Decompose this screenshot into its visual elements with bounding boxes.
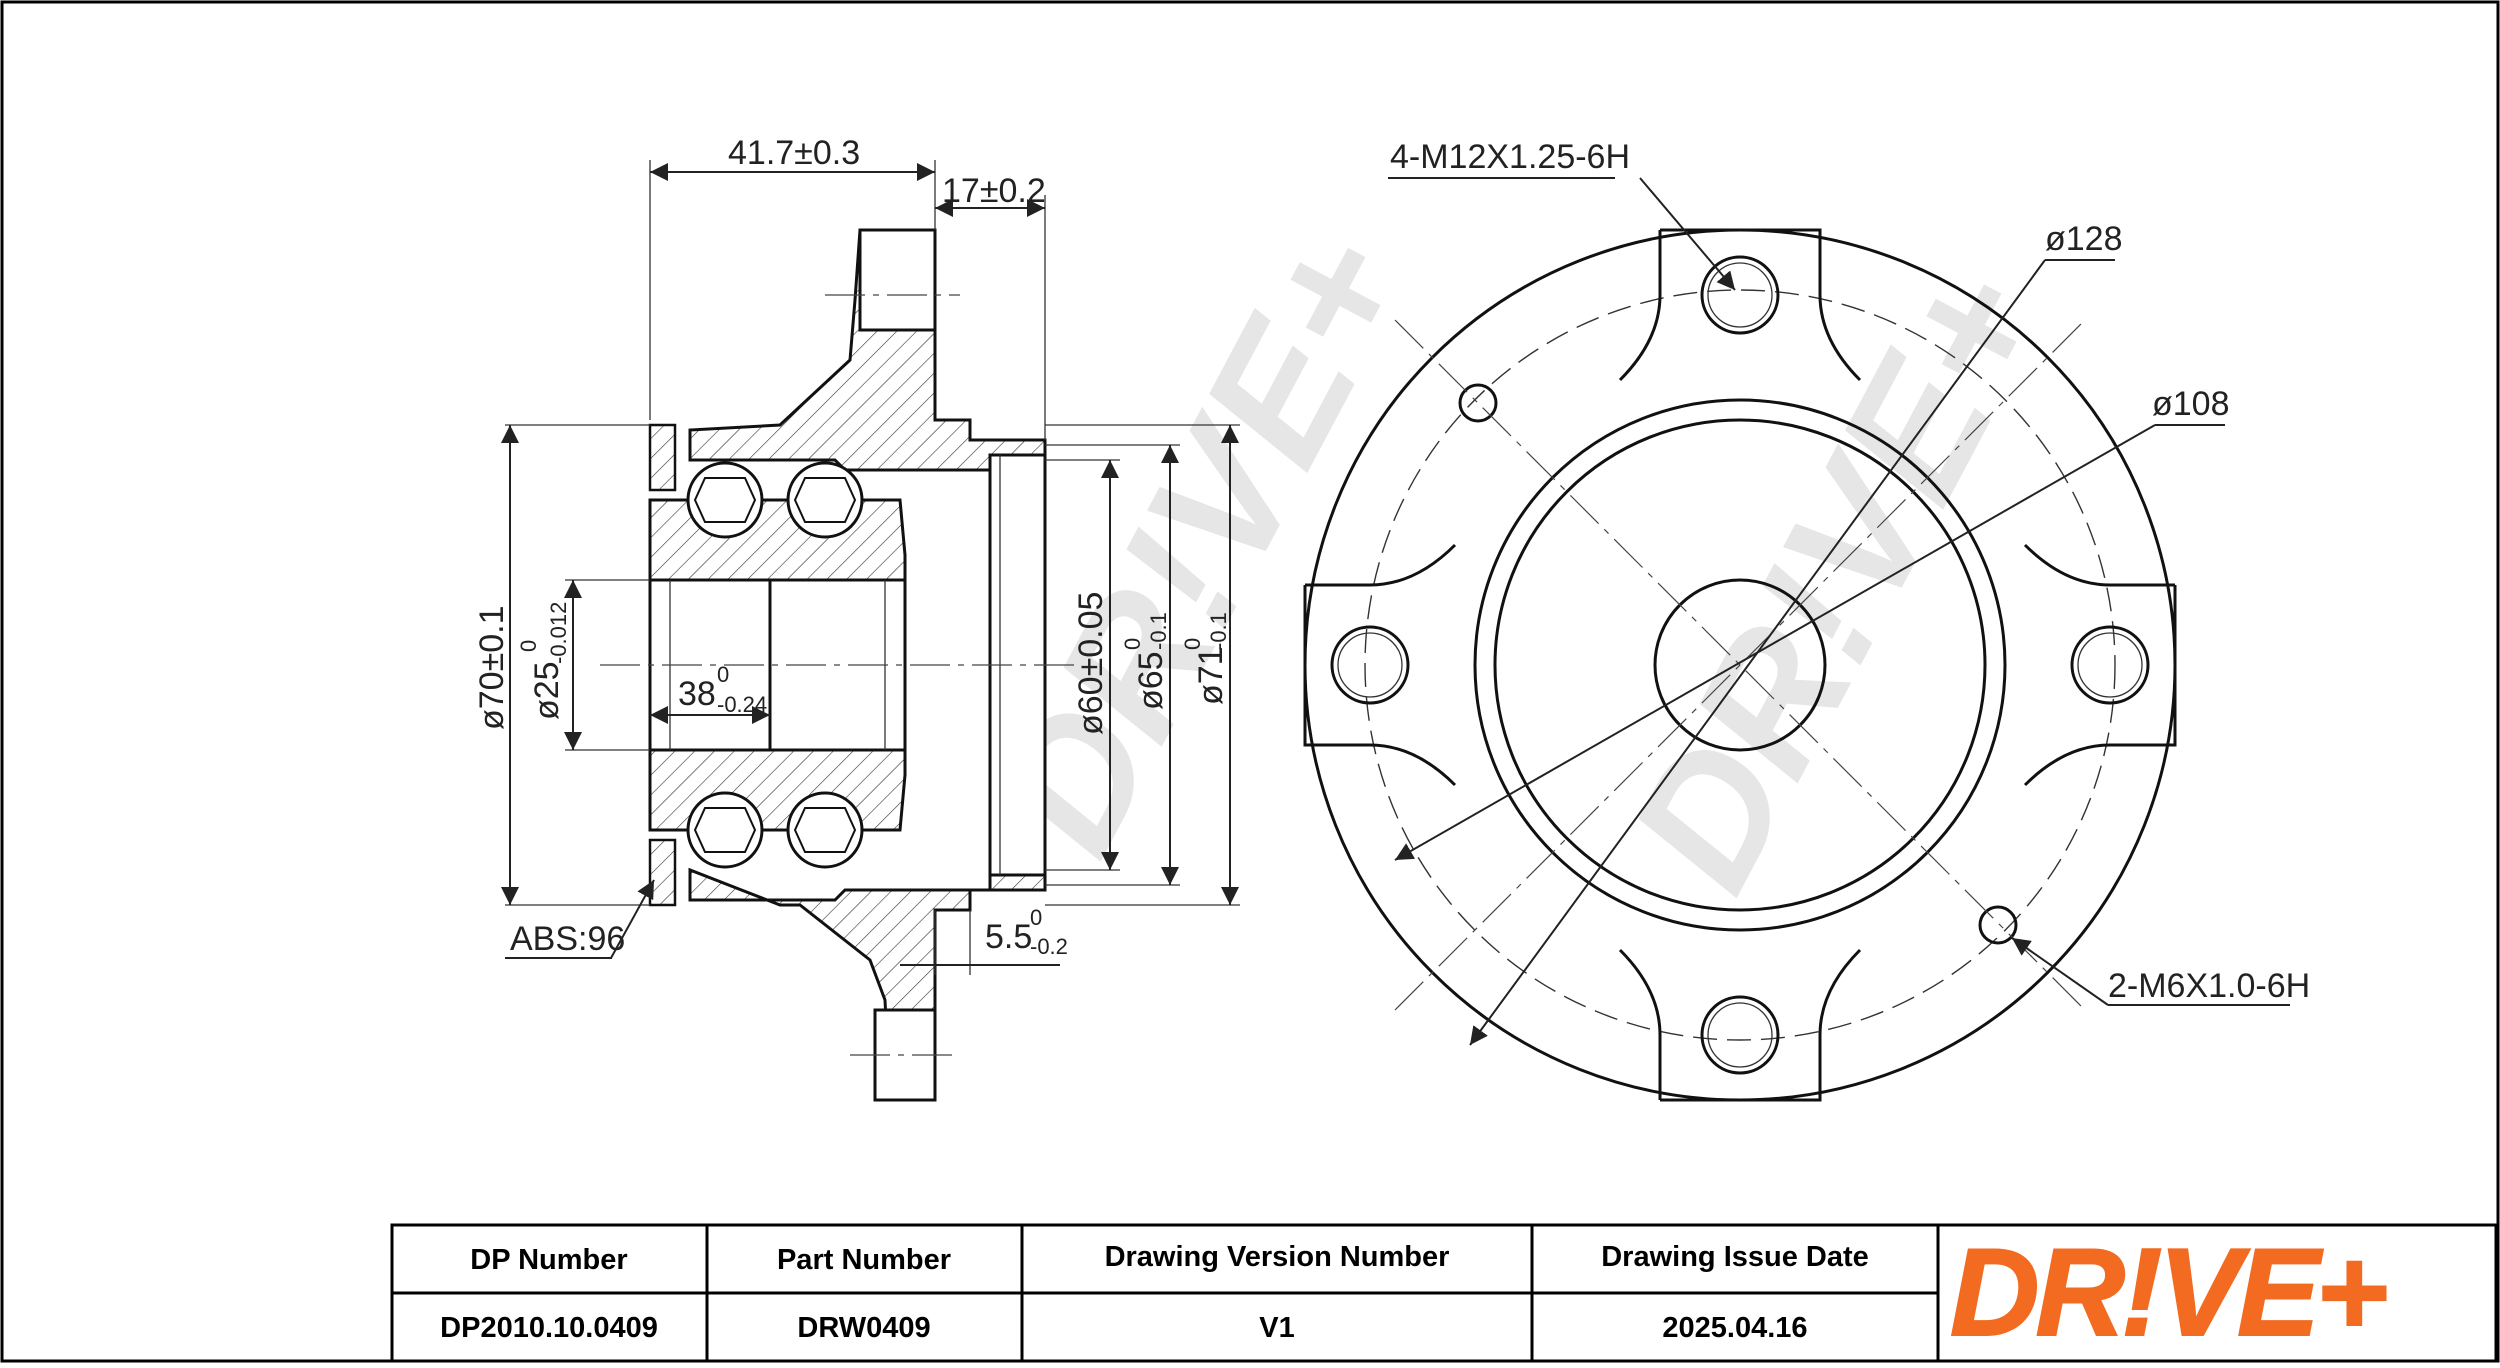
dim-offset: 5.5: [985, 918, 1032, 956]
value-drawing-issue-date: 2025.04.16: [1662, 1312, 1807, 1344]
title-block: DP Number Part Number Drawing Version Nu…: [390, 1223, 2498, 1363]
dim-hub-diameter: ø65: [1132, 651, 1170, 710]
stud-thread-label: 4-M12X1.25-6H: [1390, 138, 1630, 176]
value-drawing-version: V1: [1259, 1312, 1294, 1344]
pcd-inner-label: ø108: [2152, 385, 2230, 423]
ball-lower-left: [686, 791, 764, 869]
stud-hole-upper: [858, 228, 937, 332]
small-hole-upper-left: [1458, 383, 1498, 423]
ear-right: [2023, 543, 2177, 787]
dim-bore-tol-upper: 0: [516, 640, 541, 652]
dim-bearing-tol-lower: -0.24: [717, 692, 767, 717]
ear-top: [1618, 228, 1862, 382]
dim-flange-width: 17±0.2: [942, 172, 1046, 210]
dim-overall-width: 41.7±0.3: [728, 134, 860, 172]
small-hole-lower-right: [1978, 905, 2018, 945]
dim-outer-diameter: ø70±0.1: [473, 605, 511, 730]
dim-hub-tol-lower: -0.1: [1146, 612, 1171, 650]
front-view: 4-M12X1.25-6H ø128 ø108 2-M6X1.0-6H: [1303, 138, 2310, 1102]
dim-bore-diameter: ø25: [528, 661, 566, 720]
stud-hole-bottom: [1700, 995, 1780, 1075]
value-part-number: DRW0409: [797, 1312, 930, 1344]
ear-bottom: [1618, 948, 1862, 1102]
dim-bearing-width: 38: [678, 675, 716, 713]
dim-hub-tol-upper: 0: [1120, 638, 1145, 650]
seal-upper: [648, 423, 677, 492]
brand-logo: DR!VE+: [1949, 1223, 2391, 1363]
inner-ring-lower: [648, 748, 907, 832]
pcd-circle-outer: [1364, 289, 2116, 1041]
logo-text: DR!VE+: [1950, 1224, 2386, 1362]
stud-hole-right: [2070, 625, 2150, 705]
hub-outer-circle: [1473, 398, 2007, 932]
seal-lower: [648, 838, 677, 907]
watermark-right: DR!VE+: [1592, 238, 2082, 920]
header-drawing-issue-date: Drawing Issue Date: [1601, 1241, 1869, 1273]
pcd-outer-label: ø128: [2045, 220, 2123, 258]
small-thread-label: 2-M6X1.0-6H: [2108, 967, 2310, 1005]
dim-flange-step-tol-lower: -0.1: [1206, 612, 1231, 650]
ball-lower-right: [786, 791, 864, 869]
hub-inner-circle: [1493, 418, 1987, 912]
side-section-view: 41.7±0.3 17±0.2 ø70±0.1 ø25 0 -0.012 38 …: [473, 134, 1240, 1102]
dim-flange-step-tol-upper: 0: [1180, 638, 1205, 650]
dim-bore-tol-lower: -0.012: [546, 602, 571, 664]
ball-upper-right: [786, 461, 864, 539]
flange-upper-section: [688, 228, 1047, 472]
dim-pilot-diameter: ø60±0.05: [1072, 592, 1110, 735]
header-drawing-version: Drawing Version Number: [1105, 1241, 1450, 1273]
dim-offset-tol-upper: 0: [1030, 905, 1042, 930]
center-bore-circle: [1653, 578, 1827, 752]
dim-flange-step-diameter: ø71: [1192, 646, 1230, 705]
stud-hole-top: [1700, 255, 1780, 335]
value-dp-number: DP2010.10.0409: [440, 1312, 658, 1344]
dim-bearing-tol-upper: 0: [717, 662, 729, 687]
dim-offset-tol-lower: -0.2: [1030, 934, 1068, 959]
stud-hole-left: [1330, 625, 1410, 705]
flange-lower-section: [688, 867, 1047, 1102]
header-dp-number: DP Number: [470, 1244, 627, 1276]
ball-upper-left: [686, 461, 764, 539]
abs-label: ABS:96: [510, 920, 625, 958]
inner-ring-upper: [648, 498, 907, 582]
header-part-number: Part Number: [777, 1244, 951, 1276]
ear-left: [1303, 543, 1457, 787]
